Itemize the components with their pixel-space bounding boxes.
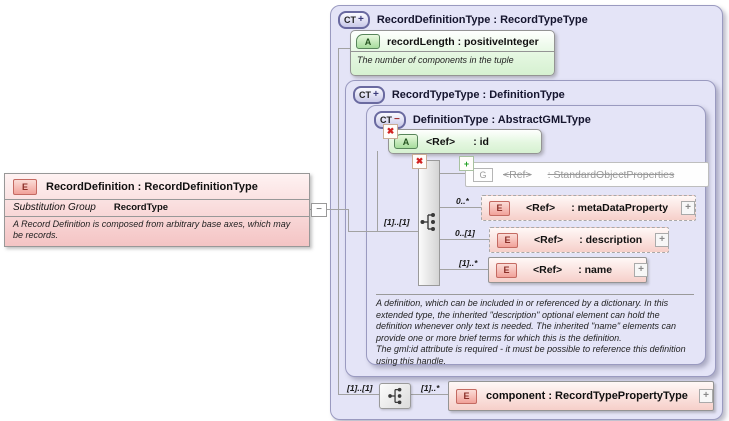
substitution-group-value: RecordType	[113, 202, 169, 213]
attribute-box-id: A <Ref> : id	[388, 129, 542, 154]
element-row-metadataproperty: E <Ref> : metaDataProperty	[481, 195, 696, 221]
complex-type-title: DefinitionType : AbstractGMLType	[412, 114, 591, 126]
element-name: : description	[579, 234, 643, 246]
sequence-icon	[387, 387, 401, 405]
ct-icon-label: CT	[344, 15, 356, 25]
connector-line	[349, 231, 418, 232]
expand-button[interactable]: +	[699, 389, 713, 403]
element-icon: E	[489, 200, 510, 216]
expand-button[interactable]: +	[655, 233, 669, 247]
complex-type-header: CT+ RecordDefinitionType : RecordTypeTyp…	[331, 6, 722, 29]
cardinality-label: 0..[1]	[455, 228, 475, 238]
complex-type-header: CT+ RecordTypeType : DefinitionType	[346, 81, 715, 104]
element-icon: E	[13, 179, 37, 195]
connector-line	[439, 269, 488, 270]
group-row-standardobjectproperties: G <Ref>: StandardObjectProperties	[465, 162, 709, 187]
group-label: <Ref>: StandardObjectProperties	[503, 168, 675, 181]
expand-button[interactable]: +	[634, 263, 648, 277]
complex-type-title: RecordTypeType : DefinitionType	[391, 89, 565, 101]
plus-icon: +	[373, 89, 379, 100]
root-element-annotation: A Record Definition is composed from arb…	[5, 216, 309, 243]
attribute-title: recordLength : positiveInteger	[387, 35, 539, 48]
element-icon: E	[456, 388, 477, 404]
root-element-title: RecordDefinition : RecordDefinitionType	[46, 181, 258, 193]
plus-icon: +	[358, 14, 364, 25]
attribute-annotation: The number of components in the tuple	[351, 51, 554, 65]
connector-line	[325, 209, 348, 210]
definition-type-annotation: A definition, which can be included in o…	[376, 298, 698, 367]
attribute-title-row: A <Ref> : id	[389, 130, 541, 151]
element-name: : metaDataProperty	[571, 202, 669, 214]
cardinality-label: 0..*	[456, 196, 469, 206]
sequence-compositor-box	[379, 383, 411, 409]
connector-line	[339, 394, 379, 395]
minus-icon: −	[394, 114, 400, 125]
annotation-separator	[376, 294, 694, 295]
prohibited-badge-icon[interactable]: ✖	[383, 124, 398, 139]
element-row-name: E <Ref> : name	[488, 257, 647, 283]
complex-type-header: CT− DefinitionType : AbstractGMLType	[367, 106, 705, 129]
expand-button[interactable]: +	[681, 201, 695, 215]
root-element-title-row: E RecordDefinition : RecordDefinitionTyp…	[5, 174, 309, 199]
added-badge-icon[interactable]: +	[459, 156, 474, 171]
element-name: : name	[578, 264, 613, 276]
connector-line	[409, 394, 448, 395]
complex-type-expand-icon[interactable]: CT+	[353, 86, 385, 104]
element-ref: <Ref>	[526, 202, 556, 214]
cardinality-label: [1]..*	[459, 258, 478, 268]
annotation-paragraph: The gml:id attribute is required - it mu…	[376, 344, 686, 366]
element-icon: E	[497, 232, 518, 248]
attribute-ref: <Ref>	[426, 135, 456, 148]
root-element-box: E RecordDefinition : RecordDefinitionTyp…	[4, 173, 310, 247]
element-row-component: E component : RecordTypePropertyType	[448, 381, 714, 411]
cardinality-label: [1]..[1]	[347, 383, 373, 393]
substitution-group-row: Substitution Group RecordType	[5, 199, 309, 216]
sequence-icon	[420, 213, 435, 231]
complex-type-title: RecordDefinitionType : RecordTypeType	[376, 14, 588, 26]
collapse-toggle[interactable]: −	[311, 203, 327, 217]
attribute-icon: A	[394, 134, 418, 149]
cardinality-label: [1]..*	[421, 383, 440, 393]
connector-line	[348, 209, 349, 232]
complex-type-expand-icon[interactable]: CT+	[338, 11, 370, 29]
element-row-description: E <Ref> : description	[489, 227, 669, 253]
connector-line	[377, 151, 378, 232]
connector-trunk-line	[338, 48, 339, 395]
ct-icon-label: CT	[359, 90, 371, 100]
annotation-paragraph: A definition, which can be included in o…	[376, 298, 677, 343]
connector-line	[439, 207, 481, 208]
prohibited-badge-icon[interactable]: ✖	[412, 154, 427, 169]
attribute-box-recordlength: A recordLength : positiveInteger The num…	[350, 30, 555, 76]
attribute-title-row: A recordLength : positiveInteger	[351, 31, 554, 51]
group-icon: G	[473, 167, 493, 182]
element-icon: E	[496, 262, 517, 278]
attribute-icon: A	[356, 34, 380, 49]
substitution-group-label: Substitution Group	[13, 202, 96, 213]
sequence-compositor-bar	[418, 160, 440, 286]
connector-line	[339, 48, 351, 49]
element-ref: <Ref>	[533, 264, 563, 276]
ct-icon-label: CT	[380, 115, 392, 125]
element-ref: <Ref>	[534, 234, 564, 246]
cardinality-label: [1]..[1]	[384, 217, 410, 227]
connector-line	[439, 173, 465, 174]
element-name: component : RecordTypePropertyType	[486, 390, 688, 402]
connector-line	[439, 239, 489, 240]
attribute-name: : id	[473, 135, 489, 148]
